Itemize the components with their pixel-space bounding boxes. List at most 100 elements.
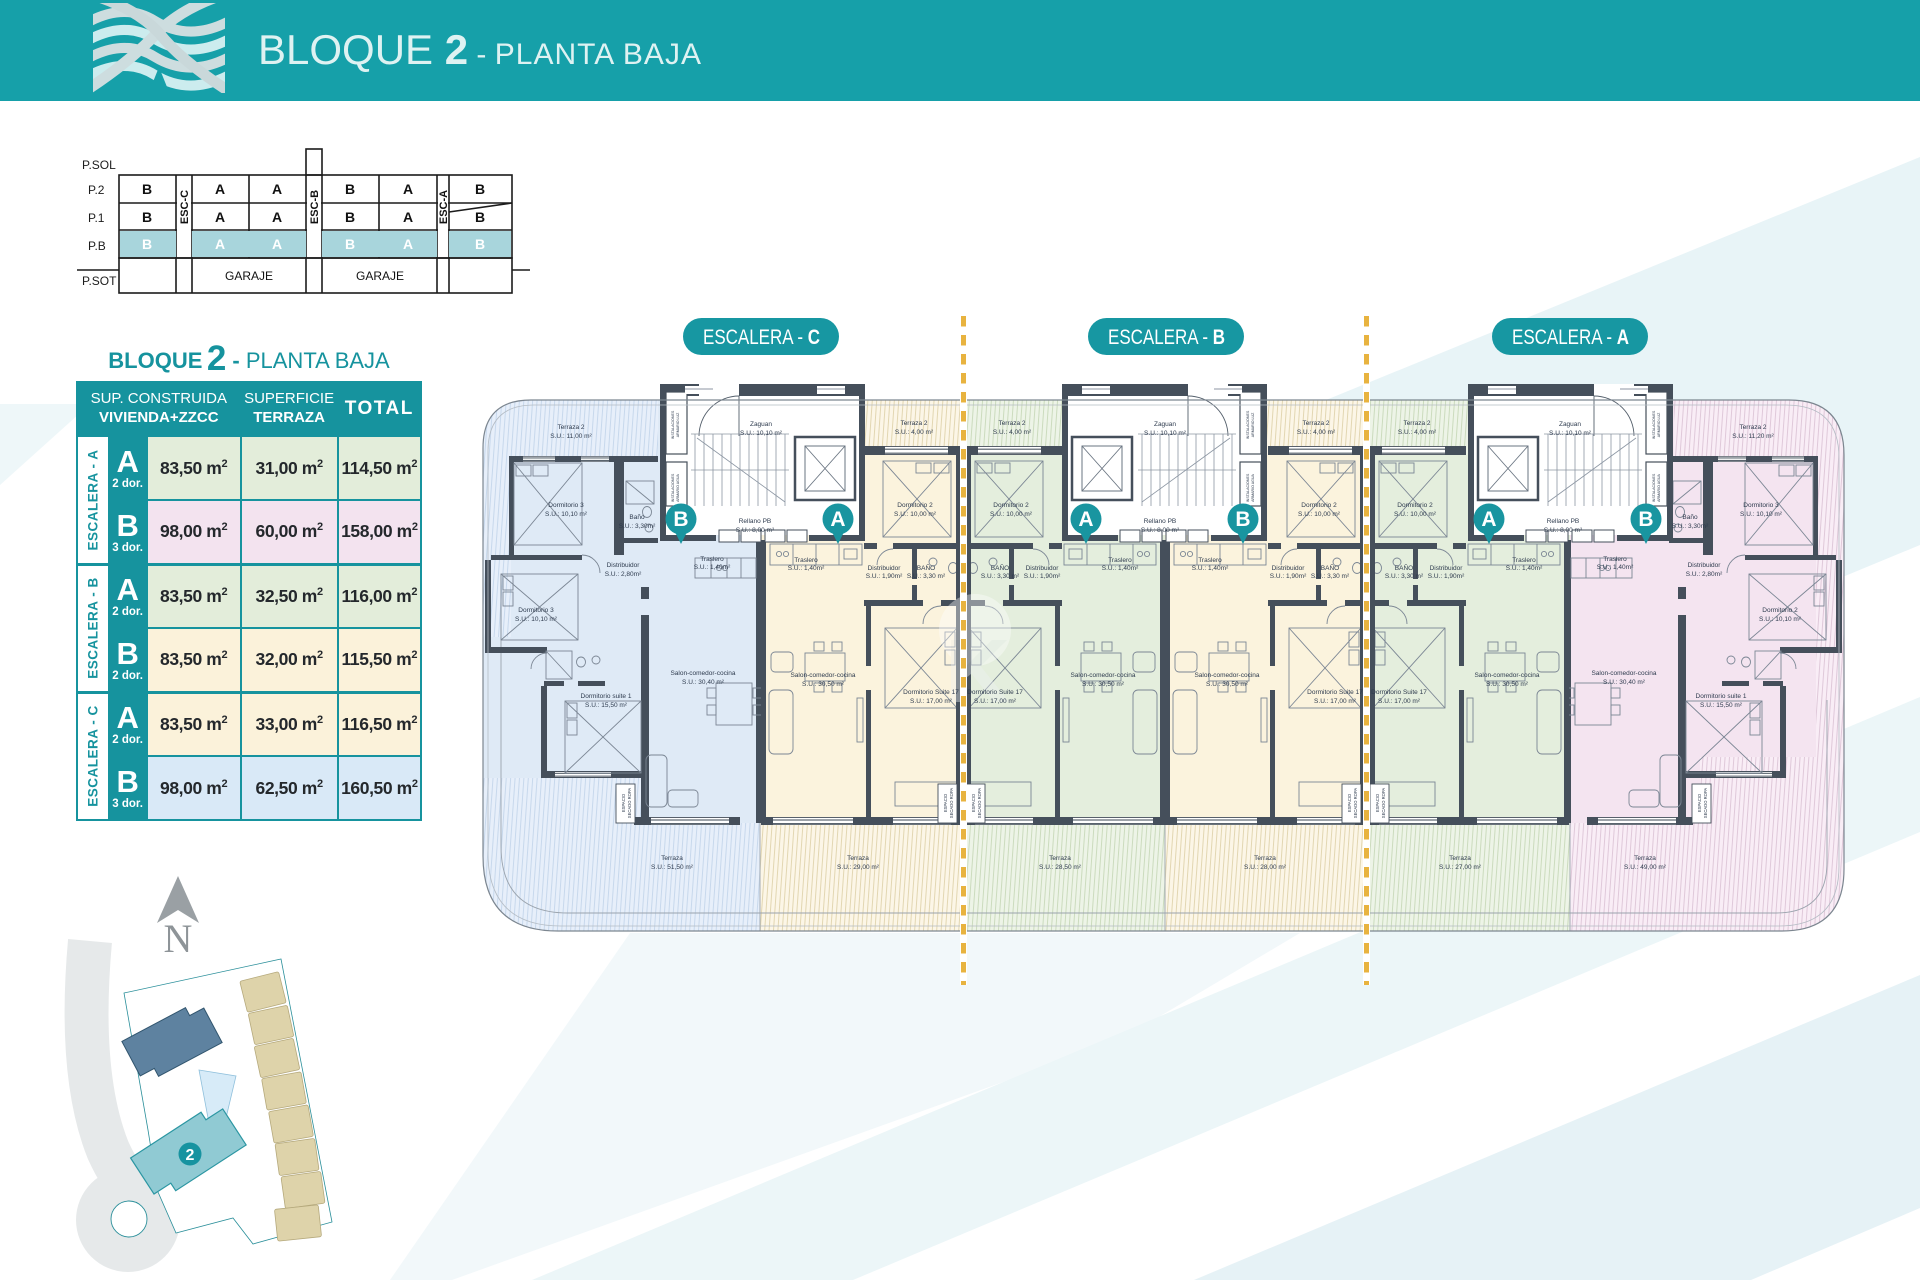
svg-text:Terraza: Terraza (847, 855, 869, 862)
svg-text:S.U.: 10,10 m²: S.U.: 10,10 m² (545, 511, 588, 518)
svg-text:P.B: P.B (88, 239, 106, 253)
svg-text:Traslero: Traslero (1512, 557, 1536, 564)
svg-text:B: B (142, 181, 152, 197)
svg-text:ESC-B: ESC-B (309, 190, 321, 224)
svg-text:INSTALACIONES: INSTALACIONES (1652, 410, 1656, 439)
svg-text:ESPACIO: ESPACIO (943, 793, 948, 812)
svg-text:S.U.: 1,90m²: S.U.: 1,90m² (1024, 573, 1061, 580)
svg-text:Traslero: Traslero (700, 556, 724, 563)
svg-text:S.U.: 27,00 m²: S.U.: 27,00 m² (1439, 864, 1482, 871)
svg-text:S.U.: 10,10 m²: S.U.: 10,10 m² (1549, 430, 1592, 437)
svg-text:Salon-comedor-cocina: Salon-comedor-cocina (1591, 670, 1656, 677)
svg-text:ARMARIO AGUA: ARMARIO AGUA (1657, 474, 1661, 502)
svg-text:S.U.: 8,00 m²: S.U.: 8,00 m² (1141, 527, 1180, 534)
svg-text:Rellano PB: Rellano PB (1144, 518, 1177, 525)
svg-text:S.U.: 1,90m²: S.U.: 1,90m² (866, 573, 903, 580)
svg-text:SECADO ROPA: SECADO ROPA (1353, 788, 1358, 819)
svg-text:S.U.: 30,50 m²: S.U.: 30,50 m² (1206, 681, 1249, 688)
svg-text:SECADO ROPA: SECADO ROPA (949, 788, 954, 819)
svg-text:GARAJE: GARAJE (225, 269, 273, 283)
svg-text:INSTALACIONES: INSTALACIONES (1246, 410, 1250, 439)
svg-text:S.U.: 17,00 m²: S.U.: 17,00 m² (1314, 698, 1357, 705)
svg-text:A: A (215, 209, 225, 225)
svg-text:S.U.: 2,80m²: S.U.: 2,80m² (1686, 571, 1723, 578)
svg-text:BAÑO: BAÑO (917, 563, 935, 572)
svg-text:S.U.: 29,00 m²: S.U.: 29,00 m² (837, 864, 880, 871)
svg-text:Terraza 2: Terraza 2 (1302, 420, 1329, 427)
svg-text:ARMARIO LUZ: ARMARIO LUZ (1657, 412, 1661, 437)
svg-text:ESPACIO: ESPACIO (971, 793, 976, 812)
svg-text:S.U.: 2,80m²: S.U.: 2,80m² (605, 571, 642, 578)
svg-text:Rellano PB: Rellano PB (1547, 518, 1580, 525)
svg-text:B: B (345, 236, 355, 252)
svg-text:P.SOL: P.SOL (82, 158, 116, 172)
svg-text:B: B (1235, 508, 1250, 531)
svg-text:Salon-comedor-cocina: Salon-comedor-cocina (1474, 672, 1539, 679)
svg-text:Salon-comedor-cocina: Salon-comedor-cocina (790, 672, 855, 679)
svg-text:Distribuidor: Distribuidor (868, 565, 902, 572)
svg-text:Terraza 2: Terraza 2 (1403, 420, 1430, 427)
svg-text:S.U.: 10,00 m²: S.U.: 10,00 m² (990, 511, 1033, 518)
svg-text:S.U.: 15,50 m²: S.U.: 15,50 m² (1700, 702, 1743, 709)
svg-text:Salon-comedor-cocina: Salon-comedor-cocina (670, 670, 735, 677)
svg-text:S.U.: 10,10 m²: S.U.: 10,10 m² (515, 616, 558, 623)
svg-text:A: A (403, 181, 413, 197)
svg-text:Distribuidor: Distribuidor (1026, 565, 1060, 572)
svg-text:S.U.: 51,50 m²: S.U.: 51,50 m² (651, 864, 694, 871)
svg-text:Traslero: Traslero (1198, 557, 1222, 564)
svg-text:Distribuidor: Distribuidor (607, 562, 641, 569)
svg-text:S.U.: 10,10 m²: S.U.: 10,10 m² (740, 430, 783, 437)
svg-text:Traslero: Traslero (794, 557, 818, 564)
svg-text:S.U.: 8,00 m²: S.U.: 8,00 m² (1544, 527, 1583, 534)
svg-text:SECADO ROPA: SECADO ROPA (627, 788, 632, 819)
svg-text:S.U.: 10,00 m²: S.U.: 10,00 m² (894, 511, 937, 518)
svg-text:B: B (475, 236, 485, 252)
svg-text:ARMARIO LUZ: ARMARIO LUZ (676, 412, 680, 437)
svg-text:S.U.: 17,00 m²: S.U.: 17,00 m² (910, 698, 953, 705)
svg-text:Distribuidor: Distribuidor (1688, 562, 1722, 569)
svg-text:Zaguan: Zaguan (1154, 421, 1176, 428)
svg-text:S.U.: 3,30 m²: S.U.: 3,30 m² (1311, 573, 1350, 580)
svg-text:S.U.: 28,00 m²: S.U.: 28,00 m² (1244, 864, 1287, 871)
svg-text:Zaguan: Zaguan (1559, 421, 1581, 428)
svg-text:N: N (164, 916, 193, 961)
svg-text:A: A (215, 236, 225, 252)
svg-text:Zaguan: Zaguan (750, 421, 772, 428)
svg-text:S.U.: 1,40m²: S.U.: 1,40m² (1506, 565, 1543, 572)
svg-text:Terraza 2: Terraza 2 (557, 424, 584, 431)
svg-text:S.U.: 1,40m²: S.U.: 1,40m² (1192, 565, 1229, 572)
svg-text:P.1: P.1 (88, 211, 105, 225)
svg-text:Terraza: Terraza (1049, 855, 1071, 862)
svg-text:S.U.: 1,40m²: S.U.: 1,40m² (1102, 565, 1139, 572)
svg-text:ARMARIO AGUA: ARMARIO AGUA (1251, 474, 1255, 502)
svg-text:ESC-C: ESC-C (179, 190, 191, 224)
svg-text:S.U.: 3,30m²: S.U.: 3,30m² (619, 523, 656, 530)
svg-text:B: B (673, 508, 688, 531)
svg-text:S.U.: 10,10 m²: S.U.: 10,10 m² (1759, 616, 1802, 623)
svg-text:S.U.: 30,50 m²: S.U.: 30,50 m² (802, 681, 845, 688)
svg-text:ARMARIO AGUA: ARMARIO AGUA (676, 474, 680, 502)
svg-text:A: A (830, 508, 845, 531)
svg-text:Baño: Baño (1682, 514, 1698, 521)
svg-text:A: A (215, 181, 225, 197)
svg-text:S.U.: 11,20 m²: S.U.: 11,20 m² (1732, 433, 1774, 440)
svg-text:B: B (142, 236, 152, 252)
svg-text:B: B (475, 209, 485, 225)
svg-text:S.U.: 30,40 m²: S.U.: 30,40 m² (1603, 679, 1646, 686)
svg-text:S.U.: 3,30 m²: S.U.: 3,30 m² (907, 573, 946, 580)
svg-text:ESCALERA - B: ESCALERA - B (1108, 326, 1225, 349)
svg-text:S.U.: 28,50 m²: S.U.: 28,50 m² (1039, 864, 1082, 871)
svg-text:Terraza: Terraza (1254, 855, 1276, 862)
svg-text:B: B (1638, 508, 1653, 531)
svg-text:Terraza: Terraza (1449, 855, 1471, 862)
svg-text:Dormitorio Suite 17: Dormitorio Suite 17 (903, 689, 959, 696)
svg-text:A: A (1481, 508, 1496, 531)
svg-text:SECADO ROPA: SECADO ROPA (977, 788, 982, 819)
svg-text:S.U.: 4,00 m²: S.U.: 4,00 m² (1398, 429, 1437, 436)
svg-text:ESPACIO: ESPACIO (621, 793, 626, 812)
svg-text:SECADO ROPA: SECADO ROPA (1703, 788, 1708, 819)
svg-text:A: A (272, 236, 282, 252)
svg-text:S.U.: 15,50 m²: S.U.: 15,50 m² (585, 702, 628, 709)
svg-text:S.U.: 4,00 m²: S.U.: 4,00 m² (1297, 429, 1336, 436)
svg-text:S.U.: 1,40m²: S.U.: 1,40m² (788, 565, 825, 572)
